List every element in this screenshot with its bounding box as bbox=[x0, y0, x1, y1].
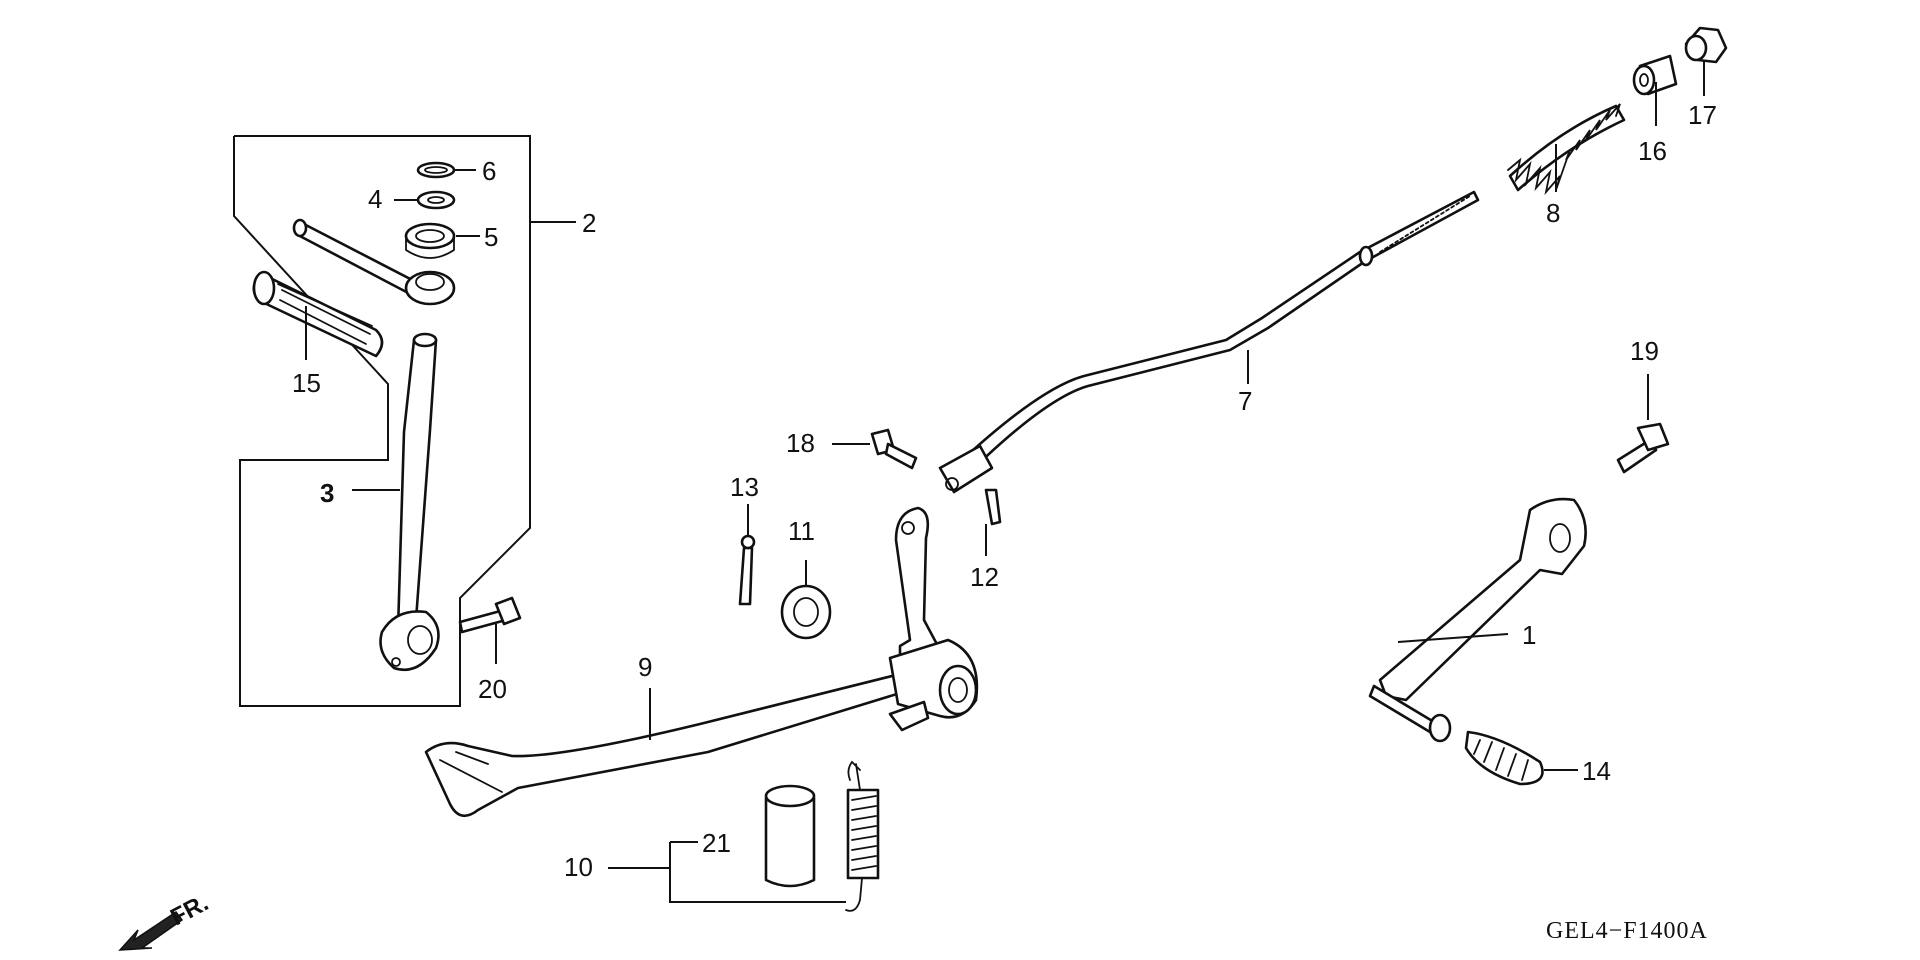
callout-7: 7 bbox=[1238, 386, 1252, 416]
front-direction-arrow: FR. bbox=[118, 889, 213, 951]
callout-3: 3 bbox=[320, 478, 334, 508]
leader-lines bbox=[305, 60, 1705, 903]
part-6-circlip bbox=[416, 161, 456, 179]
part-5-seal bbox=[404, 222, 456, 259]
callout-2: 2 bbox=[582, 208, 596, 238]
callout-15: 15 bbox=[292, 368, 321, 398]
callout-19: 19 bbox=[1630, 336, 1659, 366]
part-16-joint bbox=[1632, 54, 1678, 96]
callout-13: 13 bbox=[730, 472, 759, 502]
part-3-kick-arm bbox=[379, 332, 440, 672]
part-17-nut bbox=[1684, 26, 1728, 64]
callout-17: 17 bbox=[1688, 100, 1717, 130]
part-4-washer bbox=[416, 190, 456, 210]
callout-11: 11 bbox=[788, 516, 815, 546]
callout-9: 9 bbox=[638, 652, 652, 682]
part-18-bolt bbox=[870, 428, 918, 470]
callout-20: 20 bbox=[478, 674, 507, 704]
callout-16: 16 bbox=[1638, 136, 1667, 166]
callout-1: 1 bbox=[1522, 620, 1536, 650]
part-7-brake-rod bbox=[938, 190, 1480, 494]
callout-21: 21 bbox=[702, 828, 731, 858]
kick-pivot-shaft bbox=[292, 218, 456, 306]
part-20-bolt bbox=[458, 596, 522, 634]
part-1-change-pedal bbox=[1368, 497, 1587, 743]
part-15-rubber-grip bbox=[252, 270, 384, 358]
callout-14: 14 bbox=[1582, 756, 1611, 786]
part-10-spring bbox=[845, 760, 880, 912]
diagram-code: GEL4−F1400A bbox=[1546, 918, 1708, 944]
callout-10: 10 bbox=[564, 852, 593, 882]
part-11-washer bbox=[780, 584, 832, 640]
part-12-cotter-pin bbox=[984, 488, 1002, 526]
callout-8: 8 bbox=[1546, 198, 1560, 228]
part-13-cotter-pin bbox=[738, 534, 756, 606]
part-14-rubber bbox=[1464, 730, 1544, 786]
part-9-brake-pedal bbox=[424, 506, 979, 818]
callouts: 1 2 3 4 5 6 7 8 9 10 11 12 13 14 15 16 1… bbox=[292, 100, 1717, 882]
callout-6: 6 bbox=[482, 156, 496, 186]
part-8-spring bbox=[1507, 103, 1626, 196]
part-21-collar bbox=[764, 784, 816, 888]
part-19-bolt bbox=[1616, 422, 1670, 474]
callout-5: 5 bbox=[484, 222, 498, 252]
callout-12: 12 bbox=[970, 562, 999, 592]
callout-18: 18 bbox=[786, 428, 815, 458]
callout-4: 4 bbox=[368, 184, 382, 214]
